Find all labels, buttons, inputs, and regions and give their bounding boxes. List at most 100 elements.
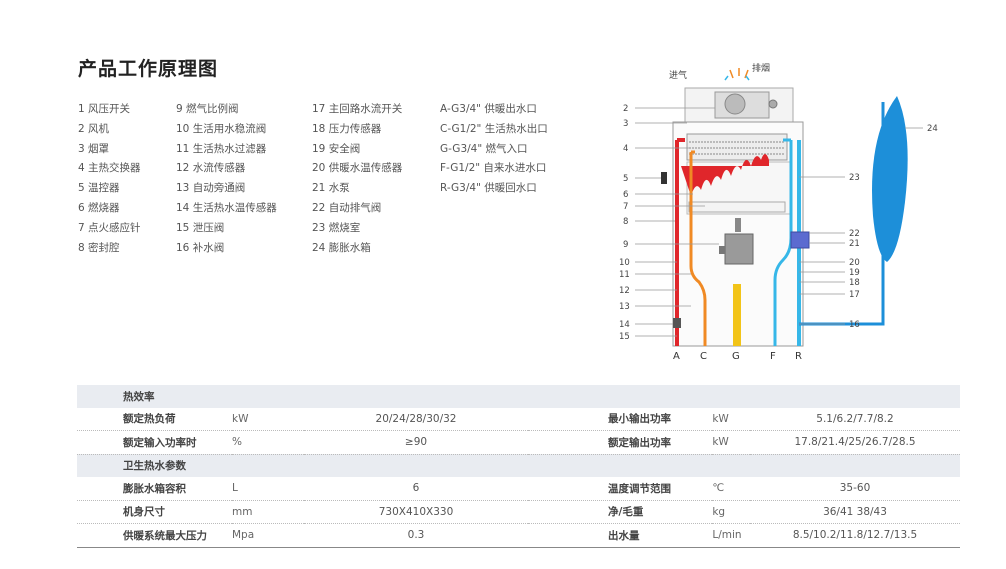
spec-key: 额定热负荷 [77, 407, 232, 431]
gas-pipe-top [735, 218, 741, 232]
legend-item: 23 燃烧室 [312, 221, 361, 234]
table-section-header: 卫生热水参数 [77, 454, 960, 477]
legend-item: 12 水流传感器 [176, 162, 246, 175]
expansion-tank-pipe [799, 102, 885, 326]
spec-key: 温度调节范围 [528, 477, 713, 501]
spec-unit: Mpa [232, 523, 304, 548]
pressure-switch-icon [768, 99, 778, 109]
legend-item: R-G3/4" 供暖回水口 [440, 182, 537, 195]
table-row: 额定热负荷 kW 20/24/28/30/32 最小输出功率 kW 5.1/6.… [77, 407, 960, 431]
spec-unit: mm [232, 500, 304, 524]
table-section-header: 热效率 [77, 385, 960, 408]
spec-key: 额定输出功率 [528, 430, 713, 455]
number-label: 4 [623, 144, 628, 154]
legend-item: G-G3/4" 燃气入口 [440, 142, 528, 155]
legend-item: 16 补水阀 [176, 241, 225, 254]
section-title: 卫生热水参数 [77, 454, 960, 477]
legend-item: 8 密封腔 [78, 241, 120, 254]
number-label: 10 [619, 258, 630, 268]
legend-item: 6 燃烧器 [78, 201, 120, 214]
spec-key: 膨胀水箱容积 [77, 477, 232, 501]
spec-value: 730X410X330 [304, 500, 528, 524]
spec-key: 供暖系统最大压力 [77, 523, 232, 548]
pipe-label-c: C [700, 351, 707, 362]
spec-unit: kW [712, 407, 750, 431]
exhaust-arrows-icon [729, 68, 749, 79]
section-title: 热效率 [77, 385, 960, 408]
exhaust-label: 排烟 [752, 62, 770, 74]
number-label: 14 [619, 320, 630, 330]
pipe-label-a: A [673, 351, 680, 362]
legend-item: 20 供暖水温传感器 [312, 162, 403, 175]
legend-item: C-G1/2" 生活热水出口 [440, 122, 548, 135]
spec-value: 36/41 38/43 [750, 500, 960, 524]
table-row: 供暖系统最大压力 Mpa 0.3 出水量 L/min 8.5/10.2/11.8… [77, 523, 960, 548]
number-label: 5 [623, 174, 628, 184]
spec-unit: ℃ [712, 477, 750, 501]
spec-unit: kW [712, 430, 750, 455]
legend-item: 24 膨胀水箱 [312, 241, 371, 254]
pipe-label-g: G [732, 351, 740, 362]
pipe-labels: A C G F R [673, 351, 802, 362]
number-label: 6 [623, 190, 628, 200]
legend-item: 4 主热交换器 [78, 162, 141, 175]
spec-key: 出水量 [528, 523, 713, 548]
number-label: 9 [623, 240, 628, 250]
legend-item: 22 自动排气阀 [312, 201, 382, 214]
number-label: 16 [849, 320, 860, 330]
number-label: 11 [619, 270, 630, 280]
pressure-relief-valve-icon [673, 318, 681, 328]
number-label: 18 [849, 278, 860, 288]
fan-icon [724, 93, 746, 115]
exchanger-fins [689, 141, 785, 155]
legend-item: 7 点火感应针 [78, 221, 141, 234]
legend-item: 10 生活用水稳流阀 [176, 122, 267, 135]
leader-lines [635, 107, 923, 337]
component-numbers: 2 3 4 5 6 7 8 9 10 11 12 13 14 15 24 23 … [619, 104, 938, 342]
legend-item: 17 主回路水流开关 [312, 103, 403, 115]
dhw-outlet-pipe-c [689, 152, 707, 346]
gas-valve-connector [719, 246, 725, 254]
spec-unit: L [232, 477, 304, 501]
legend-item: 9 燃气比例阀 [176, 103, 239, 115]
legend-item: 13 自动旁通阀 [176, 182, 246, 195]
legend-item: 11 生活热水过滤器 [176, 142, 267, 155]
intake-label: 进气 [669, 69, 687, 81]
boiler-diagram: 进气 排烟 [619, 62, 938, 362]
spec-value: 0.3 [304, 523, 528, 548]
spec-key: 机身尺寸 [77, 500, 232, 524]
spec-unit: L/min [712, 523, 750, 548]
number-label: 22 [849, 229, 860, 239]
spec-key: 额定输入功率时 [77, 430, 232, 455]
legend-item: 5 温控器 [78, 182, 120, 195]
burner [688, 201, 786, 213]
pipe-label-r: R [795, 351, 802, 362]
spec-value: 6 [304, 477, 528, 501]
spec-unit: kg [712, 500, 750, 524]
number-label: 8 [623, 217, 628, 227]
legend-column-4: A-G3/4" 供暖出水口 C-G1/2" 生活热水出口 G-G3/4" 燃气入… [440, 100, 548, 199]
spec-key: 最小输出功率 [528, 407, 713, 431]
expansion-tank [872, 96, 908, 262]
legend-item: 18 压力传感器 [312, 122, 382, 135]
spec-table: 热效率 额定热负荷 kW 20/24/28/30/32 最小输出功率 kW 5.… [77, 385, 960, 548]
number-label: 20 [849, 258, 860, 268]
spec-value: ≥90 [304, 430, 528, 455]
legend-column-3: 17 主回路水流开关 18 压力传感器 19 安全阀 20 供暖水温传感器 21… [312, 100, 402, 258]
legend-item: 19 安全阀 [312, 142, 361, 155]
number-label: 23 [849, 173, 860, 183]
legend-item: 15 泄压阀 [176, 221, 225, 234]
legend-column-1: 1 风压开关 2 风机 3 烟罩 4 主热交换器 5 温控器 6 燃烧器 7 点… [78, 100, 141, 258]
number-label: 15 [619, 332, 630, 342]
legend-item: 21 水泵 [312, 182, 350, 195]
number-label: 3 [623, 119, 628, 129]
pipe-label-f: F [770, 351, 776, 362]
legend-item: F-G1/2" 自来水进水口 [440, 162, 547, 175]
spec-value: 17.8/21.4/25/26.7/28.5 [750, 430, 960, 455]
spec-value: 35-60 [750, 477, 960, 501]
temperature-controller-icon [661, 172, 667, 184]
legend-column-2: 9 燃气比例阀 10 生活用水稳流阀 11 生活热水过滤器 12 水流传感器 1… [176, 100, 277, 258]
number-label: 2 [623, 104, 628, 114]
number-label: 12 [619, 286, 630, 296]
gas-proportional-valve [724, 233, 754, 265]
